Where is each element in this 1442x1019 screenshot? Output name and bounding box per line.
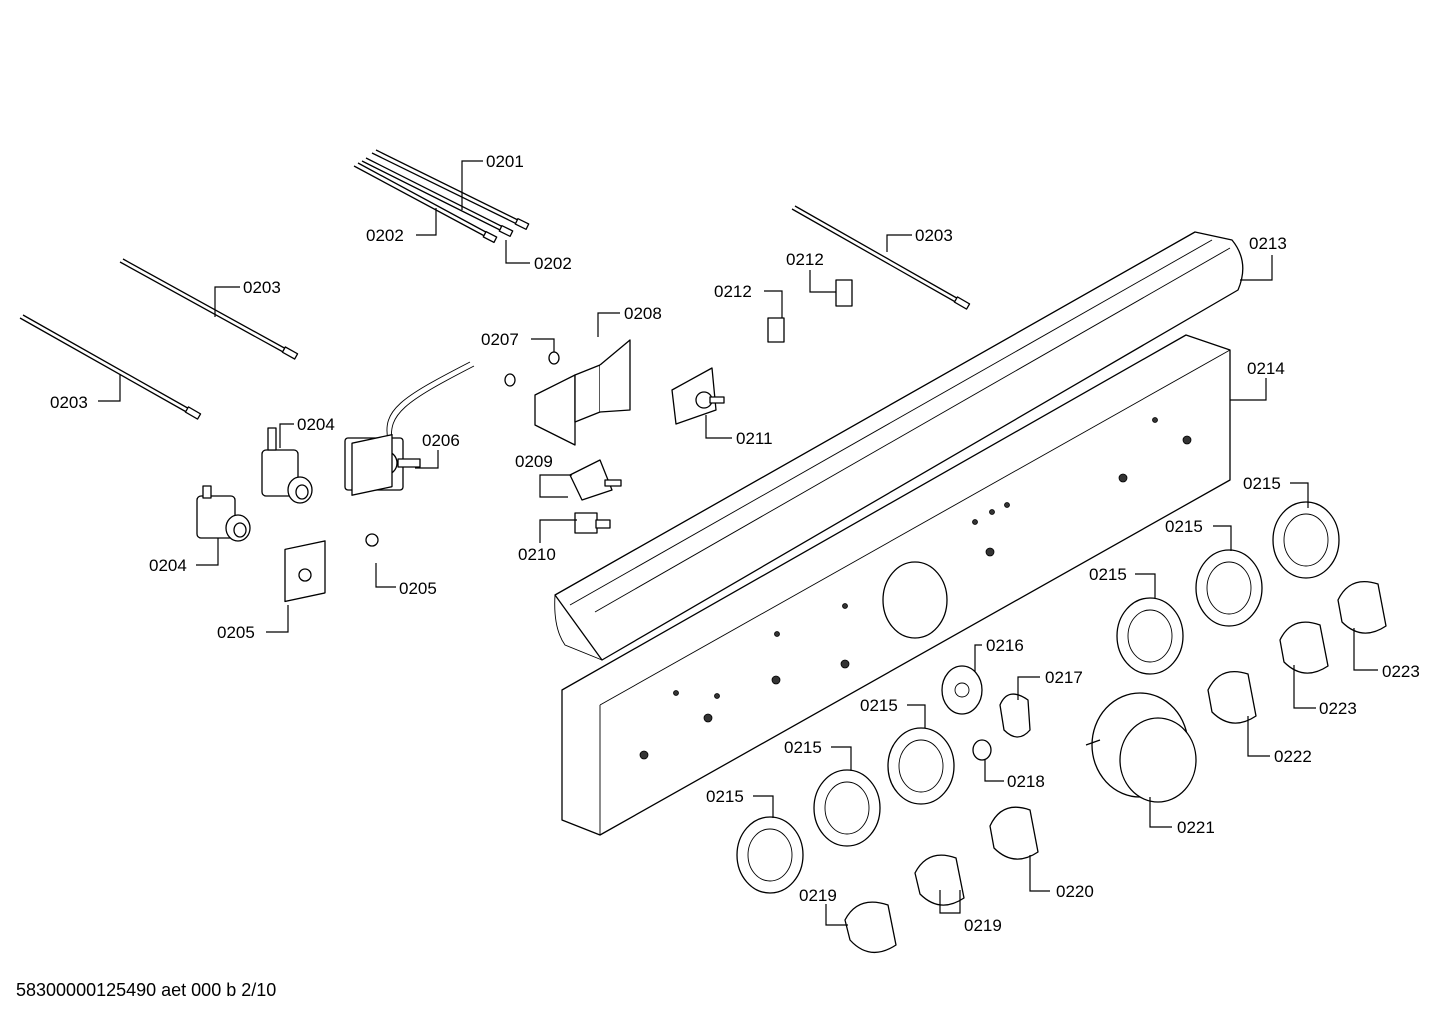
label-0214: 0214: [1247, 359, 1285, 378]
knob-0223-a: [1279, 621, 1329, 674]
label-0205-a: 0205: [399, 579, 437, 598]
label-0218: 0218: [1007, 772, 1045, 791]
bracket-0208: [534, 339, 631, 446]
label-0203-c: 0203: [915, 226, 953, 245]
label-0209: 0209: [515, 452, 553, 471]
bezel-0216: [941, 665, 983, 715]
label-0217: 0217: [1045, 668, 1083, 687]
label-0204-b: 0204: [149, 556, 187, 575]
label-0223-a: 0223: [1319, 699, 1357, 718]
label-0203-a: 0203: [243, 278, 281, 297]
knob-0222: [1207, 670, 1257, 724]
label-0221: 0221: [1177, 818, 1215, 837]
nuts-0207: [504, 351, 560, 387]
knob-0223-b: [1337, 580, 1387, 634]
capillary-tube-0203-c: [791, 205, 971, 310]
capillary-tube-0203-a: [119, 258, 299, 360]
label-0212-a: 0212: [714, 282, 752, 301]
label-0202-a: 0202: [366, 226, 404, 245]
knob-ring-0215-d: [887, 727, 955, 805]
label-0206: 0206: [422, 431, 460, 450]
switch-plate-0205-right: [351, 434, 393, 547]
gas-valve-0204-upper: [261, 427, 313, 504]
label-0215-a: 0215: [1243, 474, 1281, 493]
label-0222: 0222: [1274, 747, 1312, 766]
thermometer-gauge-0221: [1085, 692, 1197, 803]
label-0223-b: 0223: [1382, 662, 1420, 681]
label-0204-a: 0204: [297, 415, 335, 434]
bushing-0218: [972, 739, 992, 761]
knob-ring-0215-f: [736, 816, 804, 894]
label-0212-b: 0212: [786, 250, 824, 269]
label-0210: 0210: [518, 545, 556, 564]
leader-lines: [98, 160, 1378, 926]
label-0211: 0211: [736, 429, 773, 448]
switch-0209: [569, 459, 622, 501]
label-0208: 0208: [624, 304, 662, 323]
knob-0220: [989, 806, 1039, 860]
control-panel-0214: [561, 334, 1231, 836]
label-0205-b: 0205: [217, 623, 255, 642]
capillary-tube-0203-b: [19, 314, 202, 420]
label-0215-b: 0215: [1165, 517, 1203, 536]
label-0216: 0216: [986, 636, 1024, 655]
microswitch-0212-b: [835, 279, 853, 307]
capillary-tubes-0201-0202: [353, 149, 530, 244]
label-0203-b: 0203: [50, 393, 88, 412]
label-0215-e: 0215: [784, 738, 822, 757]
gas-valve-0204-lower: [196, 485, 251, 542]
label-0201: 0201: [486, 152, 524, 171]
knob-ring-0215-e: [813, 769, 881, 847]
document-reference-footer: 58300000125490 aet 000 b 2/10: [16, 980, 277, 1000]
switch-plate-0205-left: [284, 540, 326, 603]
label-0220: 0220: [1056, 882, 1094, 901]
switch-0210: [574, 512, 611, 534]
front-trim-0213: [554, 231, 1244, 661]
label-0202-b: 0202: [534, 254, 572, 273]
microswitch-0212-a: [767, 317, 785, 343]
label-0207: 0207: [481, 330, 519, 349]
knob-ring-0215-a: [1272, 501, 1340, 579]
knob-ring-0215-b: [1195, 549, 1263, 627]
label-0215-c: 0215: [1089, 565, 1127, 584]
knob-0219-b: [914, 854, 965, 906]
label-0219-b: 0219: [964, 916, 1002, 935]
label-0213: 0213: [1249, 234, 1287, 253]
knob-0217: [999, 693, 1031, 738]
label-0215-d: 0215: [860, 696, 898, 715]
label-0215-f: 0215: [706, 787, 744, 806]
part-labels: 0201 0202 0202 0203 0203 0203 0204 0204 …: [50, 152, 1420, 935]
label-0219-a: 0219: [799, 886, 837, 905]
knob-ring-0215-c: [1116, 597, 1184, 675]
knob-0219-a: [844, 901, 897, 953]
switch-0211: [671, 367, 725, 425]
